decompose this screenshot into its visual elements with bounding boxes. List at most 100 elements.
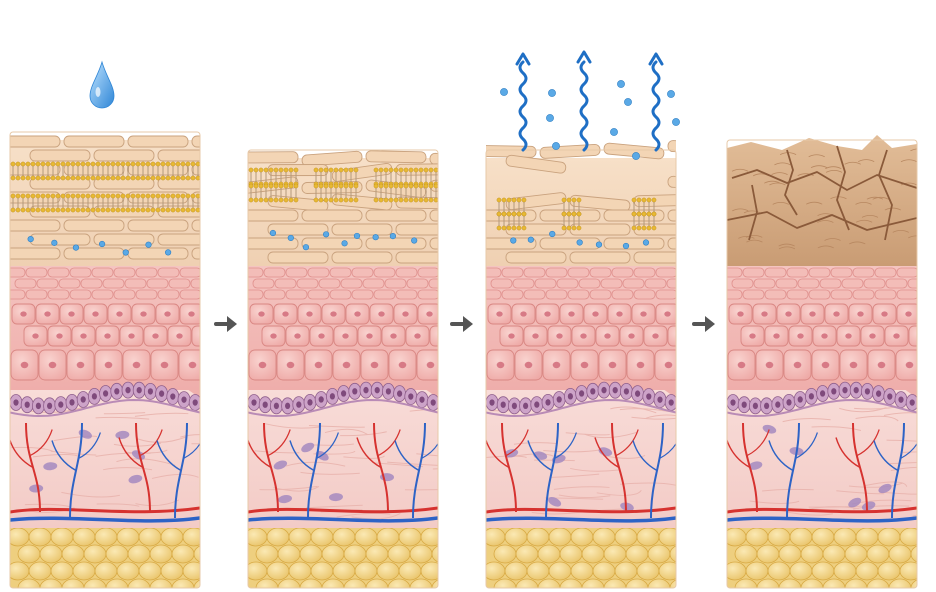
fat-cell (844, 544, 868, 564)
skin-crack (784, 149, 798, 216)
dry-scale (778, 243, 795, 247)
fibroblast (43, 462, 58, 471)
granular-cell (351, 267, 374, 278)
lipid-tail (102, 198, 104, 208)
cell-nucleus (741, 401, 747, 408)
lipid-tail (653, 216, 655, 226)
lipid-tail (42, 198, 44, 208)
lipid-head (273, 197, 279, 203)
vein-branch (795, 432, 818, 460)
lipid-tail (280, 172, 282, 182)
fat-cell (778, 544, 802, 564)
lipid-head (150, 175, 156, 181)
cell-nucleus (296, 401, 302, 408)
cell-nucleus (556, 333, 563, 339)
fat-cell (647, 578, 671, 588)
lipid-head (80, 175, 86, 181)
evaporating-water-molecule (548, 89, 556, 97)
lipid-tail (192, 198, 194, 208)
fat-cell (888, 578, 912, 588)
cell-nucleus (159, 390, 165, 397)
granular-cell (102, 278, 125, 289)
cell-nucleus (489, 399, 495, 406)
water-molecule (389, 233, 396, 240)
evaporating-water-molecule (500, 88, 508, 96)
panel-border (726, 139, 918, 589)
fat-cell (866, 578, 890, 588)
lipid-head (70, 175, 76, 181)
lipid-head (413, 183, 419, 189)
vein-branch (527, 440, 553, 472)
lipid-head (160, 207, 166, 213)
granular-cell (146, 278, 169, 289)
collagen-fiber (551, 473, 600, 478)
lipid-tail (47, 198, 49, 208)
fat-cell (343, 544, 367, 564)
dry-scale (808, 154, 825, 158)
lipid-head (506, 225, 512, 231)
corneocyte (248, 151, 299, 164)
lipid-tail (395, 172, 397, 182)
collagen-fiber (103, 467, 153, 471)
lipid-tail (350, 172, 352, 182)
arrow-head (227, 316, 237, 332)
lipid-head (651, 197, 657, 203)
fibroblast (115, 430, 130, 439)
granular-cell (655, 289, 676, 300)
lipid-tail (563, 216, 565, 226)
lipid-bilayer (10, 193, 200, 213)
lipid-tail (12, 198, 14, 208)
lipid-tail (275, 172, 277, 182)
lipid-head (90, 175, 96, 181)
fat-cell (182, 527, 200, 547)
cell-nucleus (91, 393, 97, 400)
collagen-fiber (103, 412, 146, 415)
lipid-head (10, 161, 16, 167)
artery-branch (594, 437, 620, 469)
lipid-tail (265, 188, 267, 198)
fibroblast (762, 424, 777, 434)
lipid-head (398, 197, 404, 203)
vein-branch (768, 440, 794, 472)
lipid-tail (643, 202, 645, 212)
fat-cell (559, 578, 583, 588)
lipid-tail (508, 202, 510, 212)
granular-cell (252, 278, 275, 289)
lipid-tail (142, 198, 144, 208)
lipid-head (45, 207, 51, 213)
fat-cell (833, 561, 857, 581)
arrow-up-icon (576, 50, 592, 64)
lipid-head (155, 161, 161, 167)
fat-cell (160, 527, 184, 547)
lipid-tail (275, 188, 277, 198)
lipid-head (283, 167, 289, 173)
fat-cell (255, 578, 279, 588)
cell-nucleus (318, 333, 325, 339)
dry-scale (855, 201, 872, 205)
fat-cell (61, 578, 85, 588)
cell-nucleus (544, 311, 551, 317)
fibroblast (301, 442, 315, 453)
panel-contents (486, 140, 676, 588)
cell-nucleus (567, 393, 574, 400)
cell-nucleus (849, 361, 858, 369)
lipid-tail (17, 198, 19, 208)
lipid-head (170, 175, 176, 181)
dry-scale (825, 166, 842, 170)
lipid-head (45, 193, 51, 199)
fibroblast (620, 502, 634, 512)
lipid-head (273, 167, 279, 173)
fat-cell (354, 527, 378, 547)
lipid-head (10, 175, 16, 181)
lipid-head (60, 207, 66, 213)
lipid-head (418, 167, 424, 173)
fat-cell (299, 578, 323, 588)
collagen-fiber (855, 415, 899, 422)
cell-nucleus (761, 311, 768, 317)
lipid-head (641, 197, 647, 203)
fat-cell (288, 561, 312, 581)
fat-cell (504, 527, 528, 547)
cell-nucleus (612, 386, 618, 394)
dry-scale (908, 235, 917, 239)
panel-contents (727, 135, 917, 588)
